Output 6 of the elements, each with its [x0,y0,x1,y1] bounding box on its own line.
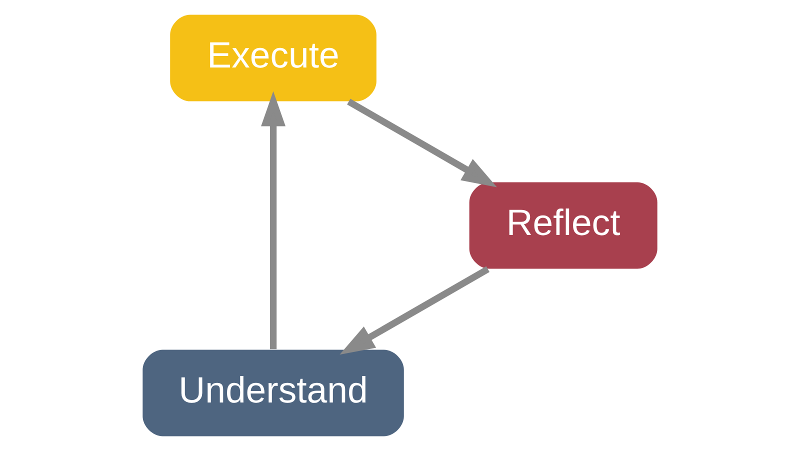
node-box: Reflect [469,182,658,269]
node-box: Execute [170,14,376,102]
arrow [340,266,490,355]
arrow [261,91,286,350]
node-box: Understand [142,350,404,436]
arrow [347,98,497,188]
